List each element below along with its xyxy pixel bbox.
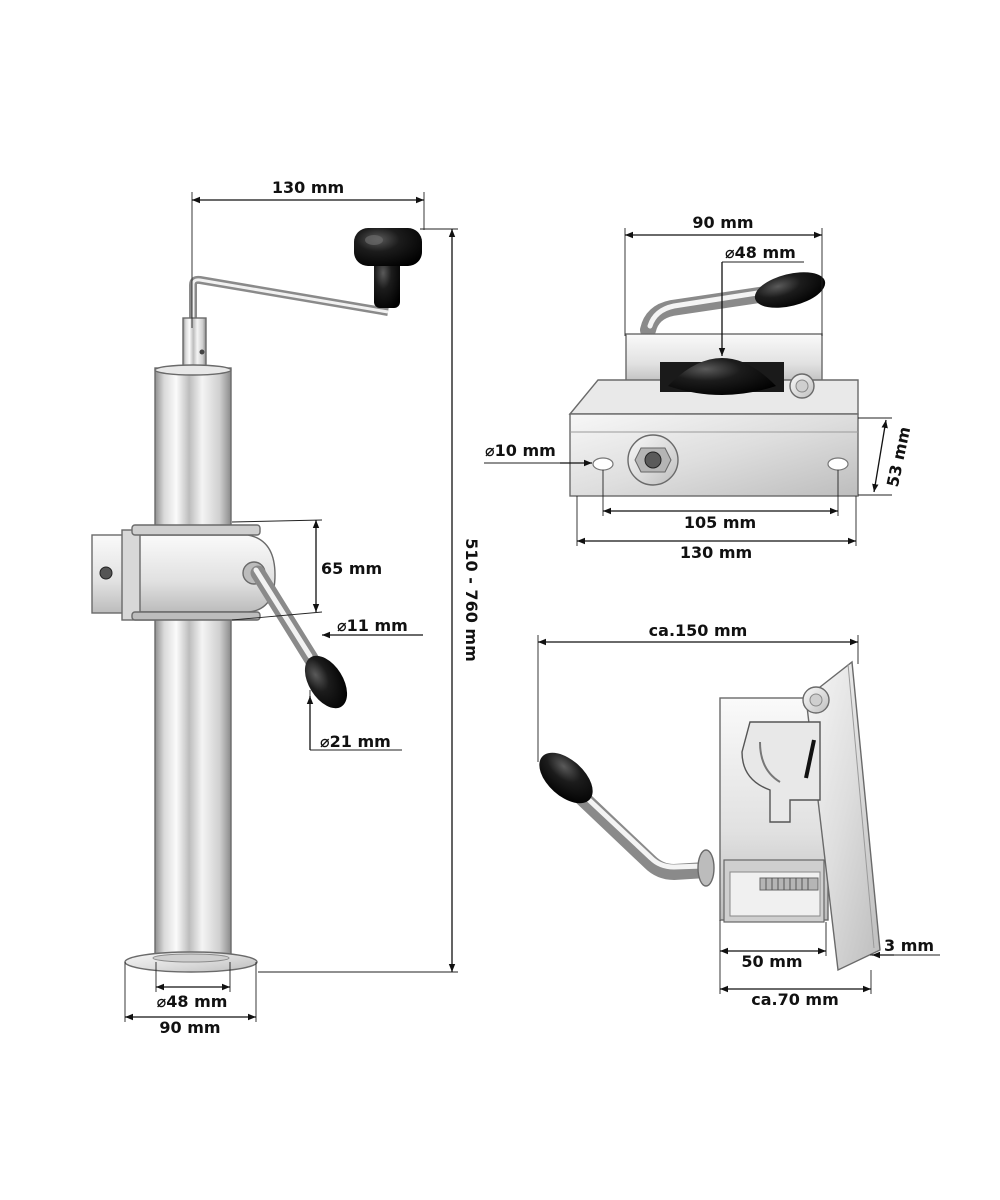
total-height-label: 510 - 760 mm — [462, 538, 481, 662]
lever-diameter-label: ⌀11 mm — [337, 616, 408, 635]
jack-dimensions: 130 mm 510 - 760 mm 65 mm ⌀11 mm ⌀21 mm … — [124, 178, 481, 1037]
right-mounting-hole — [827, 457, 849, 471]
clamp-spindle — [759, 877, 819, 891]
clamp-front-view — [568, 272, 859, 497]
depth-label: ca.70 mm — [751, 990, 839, 1009]
lever-knob-icon — [304, 655, 348, 709]
clamp-lever — [242, 561, 348, 709]
clamp-height-label: 65 mm — [321, 559, 382, 578]
overall-length-label: ca.150 mm — [649, 621, 748, 640]
mounting-hole — [99, 566, 113, 580]
angled-plate — [805, 660, 881, 972]
top-width-label: 90 mm — [692, 213, 753, 232]
left-mounting-hole — [592, 457, 614, 471]
jockey-wheel-jack — [91, 228, 422, 973]
base-width-label: 90 mm — [159, 1018, 220, 1037]
clamp-base-plate — [569, 413, 859, 497]
jack-clamp — [91, 524, 276, 621]
crank-knob-icon — [354, 228, 422, 308]
hole-spacing-label: 105 mm — [684, 513, 756, 532]
clamp-front-dimensions: 90 mm ⌀48 mm ⌀10 mm 105 mm 130 mm 53 mm — [484, 213, 914, 562]
crank-width-label: 130 mm — [272, 178, 344, 197]
crank-shaft — [182, 317, 207, 369]
clamp-side-dimensions: ca.150 mm 50 mm 3 mm ca.70 mm — [537, 621, 940, 1009]
clamp-jaw — [668, 358, 776, 395]
side-lever-knob-icon — [539, 752, 593, 804]
bore-diameter-label: ⌀48 mm — [725, 243, 796, 262]
outer-tube — [154, 367, 232, 959]
hole-diameter-label: ⌀10 mm — [485, 441, 556, 460]
clamp-height-53-label: 53 mm — [883, 425, 914, 489]
tube-diameter-label: ⌀48 mm — [157, 992, 228, 1011]
plate-width-label: 130 mm — [680, 543, 752, 562]
knob-diameter-label: ⌀21 mm — [320, 732, 391, 751]
plate-thickness-label: 3 mm — [884, 936, 934, 955]
crank-arm — [189, 275, 389, 328]
clamp-side-view — [539, 660, 881, 972]
front-lever-knob-icon — [754, 272, 826, 308]
opening-label: 50 mm — [741, 952, 802, 971]
